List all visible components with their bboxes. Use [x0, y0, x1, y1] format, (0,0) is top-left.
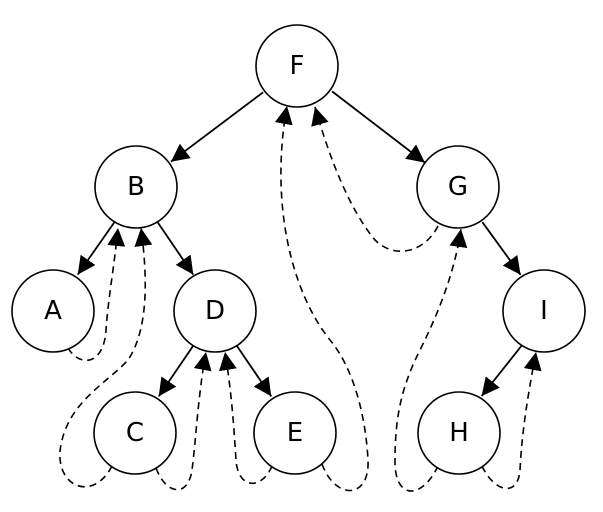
node-i-label: I	[540, 296, 548, 326]
node-b-circle	[94, 145, 178, 229]
edge-g-i	[481, 221, 522, 276]
node-b: B	[94, 145, 178, 229]
edge-b-a	[76, 221, 116, 276]
edge-b-d	[156, 221, 195, 276]
node-e: E	[253, 391, 337, 475]
node-f: F	[255, 24, 339, 108]
node-g-circle	[416, 145, 500, 229]
thread-e-d	[219, 351, 273, 485]
thread-arcs	[59, 105, 542, 492]
edge-d-e	[235, 345, 273, 397]
edge-i-h	[480, 345, 523, 397]
node-f-circle	[255, 24, 339, 108]
node-c: C	[93, 391, 177, 475]
node-a: A	[11, 269, 95, 353]
node-a-label: A	[44, 296, 62, 326]
thread-a-b	[67, 227, 126, 362]
edge-f-b	[170, 91, 264, 163]
node-i: I	[502, 269, 586, 353]
node-c-circle	[93, 391, 177, 475]
node-f-label: F	[290, 51, 305, 81]
thread-c-b	[59, 227, 153, 488]
edge-f-g	[331, 90, 426, 164]
node-h: H	[417, 391, 501, 475]
node-c-label: C	[126, 418, 144, 448]
node-g-label: G	[448, 172, 468, 202]
node-g: G	[416, 145, 500, 229]
node-i-circle	[502, 269, 586, 353]
node-d-circle	[173, 269, 257, 353]
node-a-circle	[11, 269, 95, 353]
node-e-circle	[253, 391, 337, 475]
node-h-label: H	[449, 418, 469, 448]
node-h-circle	[417, 391, 501, 475]
edge-d-c	[157, 345, 195, 397]
thread-g-f	[311, 106, 439, 252]
node-e-label: E	[287, 418, 303, 448]
tree-edges	[76, 90, 523, 397]
node-d-label: D	[205, 296, 225, 326]
node-d: D	[173, 269, 257, 353]
thread-e-f	[274, 105, 369, 492]
node-b-label: B	[127, 172, 145, 202]
thread-h-g	[394, 228, 468, 492]
